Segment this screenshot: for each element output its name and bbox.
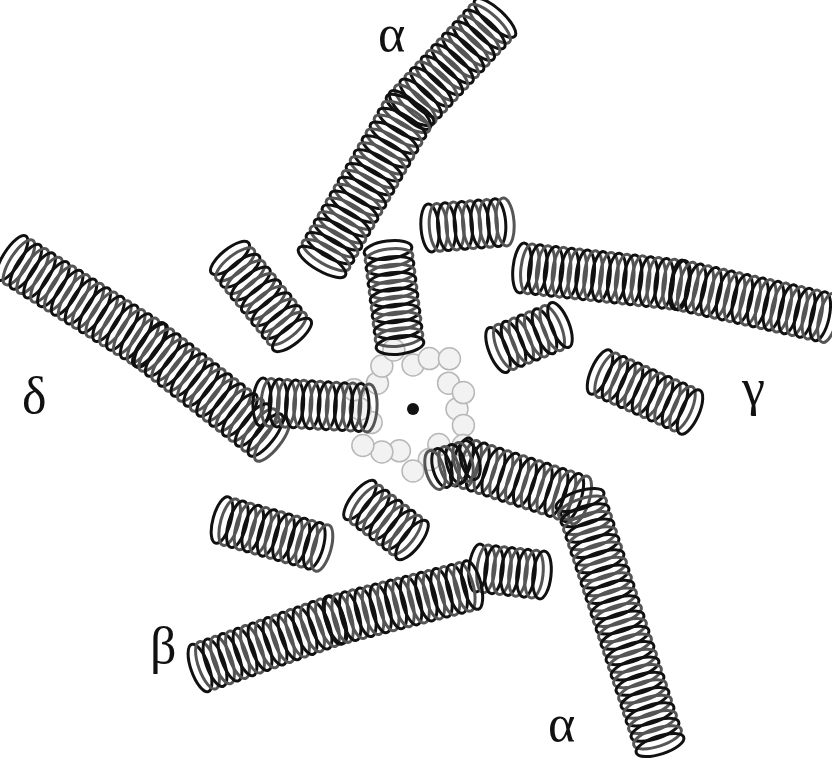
helix-turn [672,386,708,437]
atom-sphere [352,434,374,456]
subunit-label: α [378,8,405,60]
helix-turn [633,729,686,762]
helix-turn [268,313,317,357]
helix-turn [457,559,487,612]
helix-turn [421,448,449,491]
atom-sphere [383,339,405,361]
helix-turn [530,550,553,600]
atom-sphere [418,348,440,370]
helix-turn [390,515,434,564]
pore-axis [407,403,419,415]
helix-turn [543,299,578,350]
atom-sphere [438,348,460,370]
helix-turn [294,241,350,284]
subunit-label: α [548,698,575,750]
helix-turn [814,292,832,345]
atom-sphere [452,414,474,436]
helix-turn [494,197,516,246]
helix-turn [307,522,337,573]
atom-sphere [452,382,474,404]
subunit-label: δ [22,370,47,422]
subunit-label: β [150,620,176,672]
atom-sphere [402,460,424,482]
helix-turn [358,384,379,433]
helix-turn [375,333,425,357]
subunit-label: γ [742,362,765,414]
